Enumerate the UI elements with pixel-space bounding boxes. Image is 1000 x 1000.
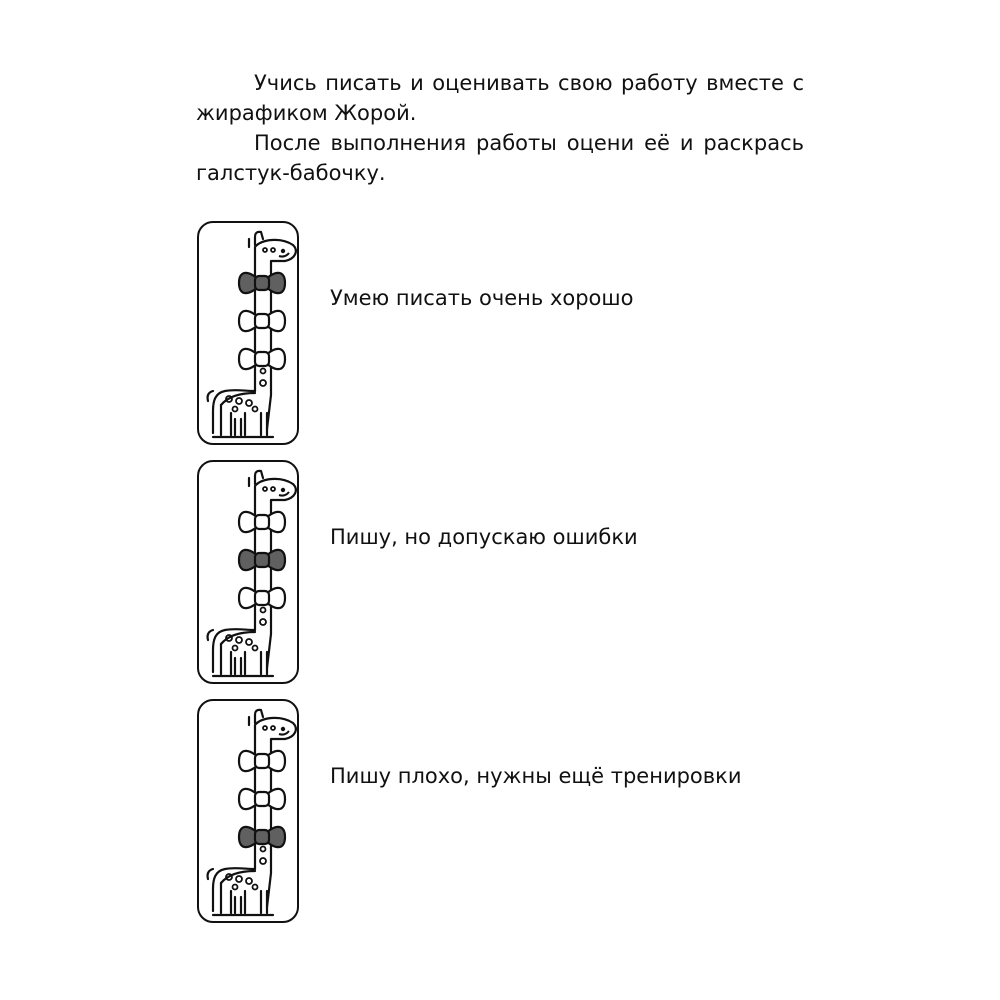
rating-label: Умею писать очень хорошо: [330, 286, 634, 310]
rating-row-mistakes: Пишу, но допускаю ошибки: [197, 460, 717, 686]
bow-tie-icon[interactable]: [237, 347, 287, 371]
bow-tie-icon[interactable]: [237, 510, 287, 534]
instruction-paragraph-1: Учись писать и оценивать свою работу вме…: [196, 71, 804, 125]
bow-tie-filled-icon[interactable]: [237, 548, 287, 572]
rating-row-excellent: Умею писать очень хорошо: [197, 221, 717, 447]
giraffe-icon: [206, 230, 297, 439]
bow-tie-icon[interactable]: [237, 787, 287, 811]
rating-row-needs-practice: Пишу плохо, нужны ещё тренировки: [197, 699, 742, 925]
bow-tie-filled-icon[interactable]: [237, 271, 287, 295]
giraffe-icon: [206, 469, 297, 678]
bow-tie-filled-icon[interactable]: [237, 825, 287, 849]
instruction-paragraph-2: После выполнения работы оцени её и раскр…: [196, 131, 804, 185]
bow-tie-icon[interactable]: [237, 309, 287, 333]
giraffe-icon: [206, 708, 297, 917]
rating-label: Пишу, но допускаю ошибки: [330, 525, 638, 549]
rating-label: Пишу плохо, нужны ещё тренировки: [330, 764, 742, 788]
giraffe-card[interactable]: [197, 221, 299, 445]
giraffe-card[interactable]: [197, 699, 299, 923]
giraffe-card[interactable]: [197, 460, 299, 684]
bow-tie-icon[interactable]: [237, 749, 287, 773]
instructions: Учись писать и оценивать свою работу вме…: [196, 68, 804, 188]
bow-tie-icon[interactable]: [237, 586, 287, 610]
